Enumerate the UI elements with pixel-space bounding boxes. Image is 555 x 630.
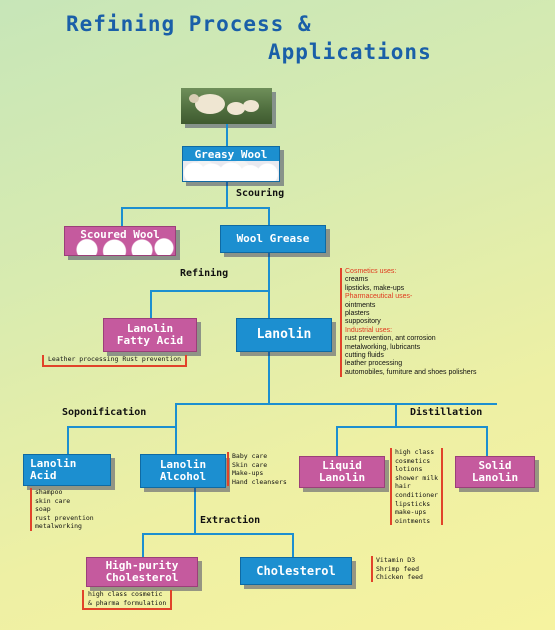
process-scouring: Scouring [236, 188, 285, 199]
node-wool-grease: Wool Grease [220, 225, 326, 253]
node-high-purity-cholesterol: High-purity Cholesterol [86, 557, 198, 587]
cholesterol-uses-note: Vitamin D3 Shrimp feed Chicken feed [371, 556, 423, 582]
fatty-acid-uses-note: Leather processing Rust prevention [42, 355, 188, 367]
connector [268, 207, 270, 225]
title-line-2: Applications [268, 40, 432, 64]
connector [486, 426, 488, 456]
connector [226, 124, 228, 146]
lanolin-uses-note: Cosmetics uses: creams lipsticks, make-u… [340, 268, 477, 378]
connector [121, 207, 270, 209]
sheep-photo [181, 88, 272, 124]
node-lanolin-alcohol: Lanolin Alcohol [140, 454, 226, 488]
liquid-uses-note: high class cosmetics lotions shower milk… [390, 448, 444, 526]
node-cholesterol: Cholesterol [240, 557, 352, 585]
connector [142, 533, 144, 557]
lanolin-use-line: cutting fluids [345, 352, 384, 360]
connector [336, 426, 338, 456]
connector [67, 426, 177, 428]
node-solid-lanolin: Solid Lanolin [455, 456, 535, 488]
alcohol-uses-note: Baby care Skin care Make-ups Hand cleans… [227, 452, 287, 487]
node-scoured-wool: Scoured Wool [64, 226, 176, 256]
connector [292, 533, 294, 557]
connector [268, 253, 270, 291]
connector [226, 182, 228, 208]
node-lanolin-acid: Lanolin Acid [23, 454, 111, 486]
connector [150, 290, 152, 318]
process-extraction: Extraction [200, 515, 261, 526]
lanolin-use-line: suppository [345, 318, 381, 326]
connector [395, 403, 397, 426]
lanolin-use-line: ointments [345, 301, 376, 309]
connector [175, 403, 177, 426]
connector [175, 403, 497, 405]
lanolin-use-line: metalworking, lubricants [345, 343, 421, 351]
connector [194, 488, 196, 534]
connector [150, 290, 270, 292]
lanolin-use-line: Cosmetics uses: [345, 268, 397, 275]
node-lanolin: Lanolin [236, 318, 332, 352]
connector [268, 352, 270, 404]
title-line-1: Refining Process & [66, 12, 312, 36]
lanolin-use-line: creams [345, 276, 368, 284]
node-greasy-wool: Greasy Wool [182, 146, 280, 182]
connector [142, 533, 294, 535]
connector [67, 426, 69, 454]
process-distillation: Distillation [410, 407, 483, 418]
connector [121, 207, 123, 227]
lanolin-use-line: rust prevention, ant corrosion [345, 335, 436, 343]
node-liquid-lanolin: Liquid Lanolin [299, 456, 385, 488]
lanolin-use-line: leather processing [345, 360, 403, 368]
connector [175, 426, 177, 454]
connector [336, 426, 488, 428]
high-purity-uses-note: high class cosmetic & pharma formulation [82, 590, 173, 611]
lanolin-use-line: Pharmaceutical uses- [345, 293, 413, 301]
acid-uses-note: shampoo skin care soap rust prevention m… [30, 488, 94, 531]
connector [268, 290, 270, 318]
lanolin-use-line: lipsticks, make-ups [345, 284, 405, 292]
node-lanolin-fatty-acid: Lanolin Fatty Acid [103, 318, 197, 352]
process-refining: Refining [180, 268, 229, 279]
lanolin-use-line: plasters [345, 310, 370, 318]
process-saponification: Soponification [62, 407, 147, 418]
lanolin-use-line: Industrial uses: [345, 326, 393, 334]
lanolin-use-line: automobiles, furniture and shoes polishe… [345, 368, 477, 376]
